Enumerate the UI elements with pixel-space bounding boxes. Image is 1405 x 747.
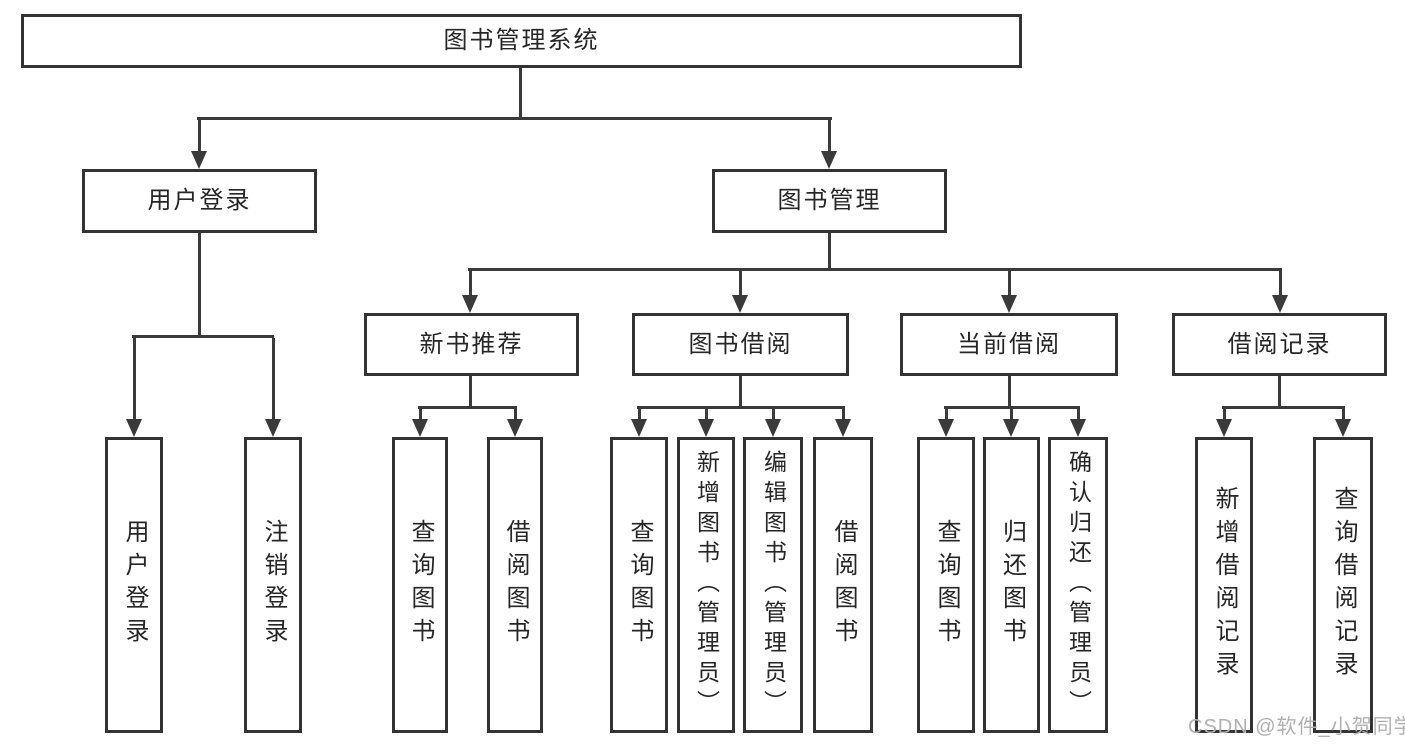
- connector-line: [1222, 406, 1345, 409]
- arrow-down-icon: [1001, 271, 1017, 313]
- node-borrow-records-label: 借阅记录: [1227, 330, 1332, 358]
- arrow-down-icon: [1216, 409, 1232, 437]
- connector-line: [132, 335, 274, 338]
- connector-line: [197, 117, 832, 120]
- arrow-down-icon: [1272, 271, 1288, 313]
- arrow-down-icon: [732, 271, 748, 313]
- arrow-down-icon: [507, 409, 523, 437]
- connector-line: [1278, 376, 1281, 409]
- node-user-login: 用户登录: [82, 169, 317, 233]
- node-leaf-user-login-label: 用户登录: [121, 519, 148, 651]
- node-book-mgmt: 图书管理: [712, 169, 947, 233]
- connector-line: [739, 376, 742, 409]
- node-root-label: 图书管理系统: [443, 27, 600, 54]
- node-leaf-edit-book: 编辑图书（管理员）: [743, 437, 803, 733]
- node-book-mgmt-label: 图书管理: [777, 187, 882, 214]
- connector-line: [519, 68, 522, 120]
- node-leaf-borrow-book-rec-label: 借阅图书: [502, 519, 529, 651]
- node-leaf-add-book: 新增图书（管理员）: [677, 437, 735, 733]
- node-new-book-rec: 新书推荐: [364, 313, 579, 376]
- connector-line: [637, 406, 845, 409]
- node-leaf-user-login: 用户登录: [105, 437, 163, 733]
- arrow-down-icon: [835, 409, 851, 437]
- arrow-down-icon: [938, 409, 954, 437]
- node-leaf-add-borrow-record-label: 新增借阅记录: [1211, 486, 1238, 684]
- node-leaf-add-borrow-record: 新增借阅记录: [1195, 437, 1253, 733]
- node-leaf-query-borrow-record-label: 查询借阅记录: [1330, 486, 1357, 684]
- node-book-borrow-label: 图书借阅: [688, 330, 793, 358]
- connector-line: [198, 233, 201, 338]
- arrow-down-icon: [821, 120, 837, 169]
- node-leaf-edit-book-label: 编辑图书（管理员）: [760, 450, 787, 720]
- arrow-down-icon: [698, 409, 714, 437]
- node-current-borrow-label: 当前借阅: [957, 330, 1061, 358]
- arrow-down-icon: [265, 338, 281, 437]
- node-leaf-query-book-borrow: 查询图书: [610, 437, 668, 733]
- node-leaf-query-book-rec-label: 查询图书: [407, 519, 434, 651]
- connector-line: [468, 268, 1282, 271]
- connector-line: [828, 233, 831, 271]
- node-current-borrow: 当前借阅: [900, 313, 1118, 376]
- node-leaf-query-borrow-record: 查询借阅记录: [1313, 437, 1373, 733]
- connector-line: [418, 406, 517, 409]
- node-user-login-label: 用户登录: [147, 187, 252, 214]
- node-leaf-borrow-book-rec: 借阅图书: [487, 437, 543, 733]
- connector-line: [1008, 376, 1011, 409]
- node-leaf-confirm-return: 确认归还（管理员）: [1048, 437, 1108, 733]
- node-leaf-borrow-book-borrow-label: 借阅图书: [830, 519, 857, 651]
- node-leaf-return-book-label: 归还图书: [998, 519, 1026, 651]
- node-leaf-logout-label: 注销登录: [260, 519, 287, 651]
- connector-line: [944, 406, 1080, 409]
- watermark: CSDN @软件_小贺同学: [1188, 716, 1405, 738]
- arrow-down-icon: [631, 409, 647, 437]
- node-book-borrow: 图书借阅: [632, 313, 849, 376]
- node-root: 图书管理系统: [21, 14, 1022, 68]
- node-leaf-add-book-label: 新增图书（管理员）: [693, 450, 720, 720]
- arrow-down-icon: [462, 271, 478, 313]
- arrow-down-icon: [1335, 409, 1351, 437]
- node-leaf-confirm-return-label: 确认归还（管理员）: [1065, 450, 1092, 720]
- node-leaf-query-book-current: 查询图书: [917, 437, 975, 733]
- node-leaf-borrow-book-borrow: 借阅图书: [813, 437, 873, 733]
- node-new-book-rec-label: 新书推荐: [419, 330, 524, 358]
- arrow-down-icon: [412, 409, 428, 437]
- node-leaf-query-book-current-label: 查询图书: [933, 519, 960, 651]
- node-borrow-records: 借阅记录: [1172, 313, 1387, 376]
- arrow-down-icon: [1070, 409, 1086, 437]
- node-leaf-return-book: 归还图书: [983, 437, 1040, 733]
- arrow-down-icon: [191, 120, 207, 169]
- node-leaf-query-book-borrow-label: 查询图书: [626, 519, 653, 651]
- arrow-down-icon: [1003, 409, 1019, 437]
- arrow-down-icon: [765, 409, 781, 437]
- arrow-down-icon: [126, 338, 142, 437]
- node-leaf-query-book-rec: 查询图书: [392, 437, 448, 733]
- connector-line: [469, 376, 472, 409]
- node-leaf-logout: 注销登录: [244, 437, 302, 733]
